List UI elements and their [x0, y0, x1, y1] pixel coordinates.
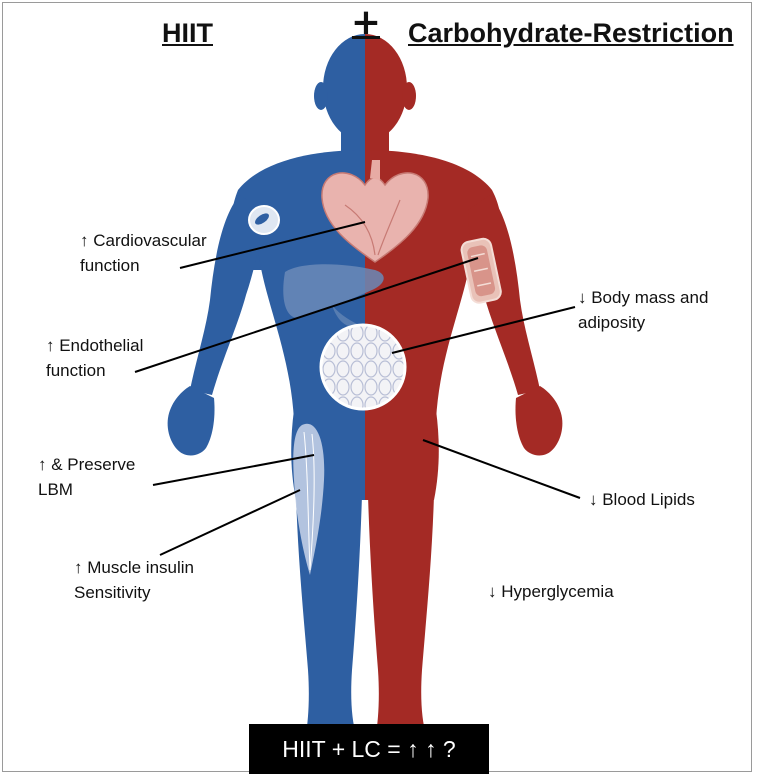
pointer-lbm: [152, 454, 315, 486]
blood-cell-icon: [248, 205, 280, 235]
label-cardiovascular: ↑ Cardiovascular function: [80, 228, 207, 278]
label-blood-lipids: ↓ Blood Lipids: [589, 487, 695, 512]
label-blood-lipids-line1: ↓ Blood Lipids: [589, 490, 695, 509]
label-cardiovascular-line1: ↑ Cardiovascular: [80, 231, 207, 250]
label-lbm: ↑ & Preserve LBM: [38, 452, 135, 502]
summary-text: HIIT + LC = ↑ ↑ ?: [282, 735, 456, 762]
label-hyperglycemia-line1: ↓ Hyperglycemia: [488, 582, 614, 601]
muscle-icon: [293, 423, 325, 575]
heart-icon: [321, 160, 429, 263]
label-insulin-line2: Sensitivity: [74, 583, 151, 602]
label-endothelial: ↑ Endothelial function: [46, 333, 143, 383]
carb-restriction-title: Carbohydrate-Restriction: [408, 18, 734, 48]
pointer-insulin: [159, 489, 301, 556]
pointer-lines: [134, 221, 581, 556]
hiit-title: HIIT: [162, 18, 213, 48]
label-insulin: ↑ Muscle insulin Sensitivity: [74, 555, 194, 605]
pointer-endothelial: [134, 257, 479, 373]
label-lbm-line1: ↑ & Preserve: [38, 455, 136, 474]
adipose-tissue-icon: [319, 323, 407, 411]
label-hyperglycemia: ↓ Hyperglycemia: [488, 579, 614, 604]
blood-vessel-icon: [460, 237, 502, 304]
label-endothelial-line2: function: [46, 361, 106, 380]
label-body-mass-line2: adiposity: [578, 313, 646, 332]
pointer-blood-lipids: [422, 439, 581, 499]
minus-line: [352, 36, 380, 39]
label-body-mass: ↓ Body mass and adiposity: [578, 285, 708, 335]
label-body-mass-line1: ↓ Body mass and: [578, 288, 709, 307]
pointer-cardiovascular: [179, 221, 366, 269]
label-cardiovascular-line2: function: [80, 256, 140, 275]
label-insulin-line1: ↑ Muscle insulin: [74, 558, 194, 577]
label-endothelial-line1: ↑ Endothelial: [46, 336, 144, 355]
pointer-body-mass: [391, 306, 576, 354]
summary-box: HIIT + LC = ↑ ↑ ?: [249, 724, 489, 774]
label-lbm-line2: LBM: [38, 480, 73, 499]
